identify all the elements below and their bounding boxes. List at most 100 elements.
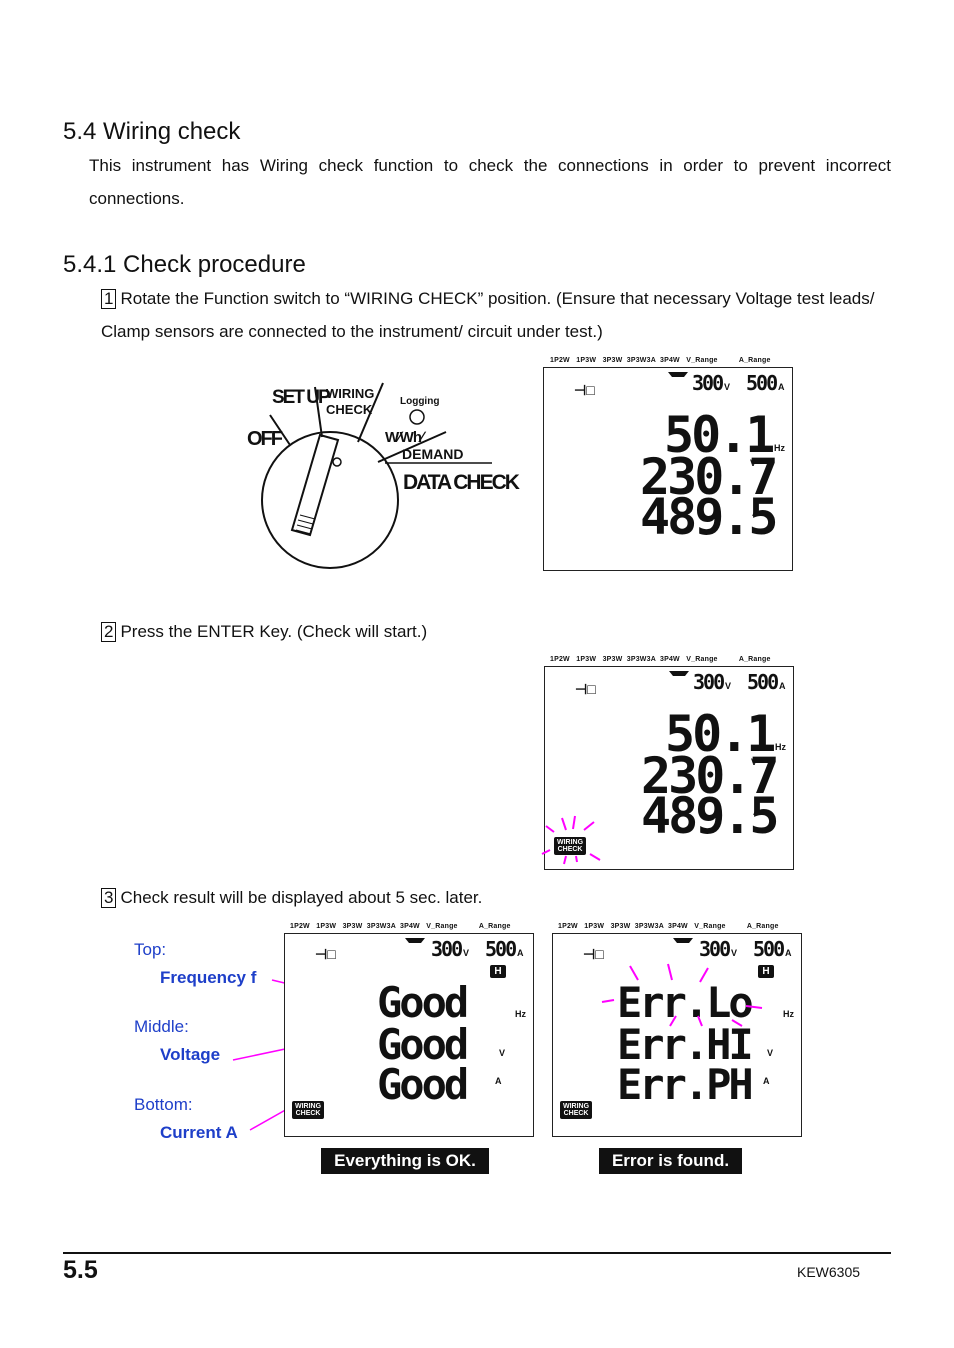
- blink-rays-icon: [541, 815, 601, 865]
- legend-top-label: Top:: [134, 940, 167, 959]
- result-ok-label: Everything is OK.: [321, 1148, 489, 1174]
- error-blink-rays-icon: [601, 963, 763, 1027]
- dial-label-wiring: WIRING: [326, 386, 375, 401]
- dial-label-data-check: DATA CHECK: [403, 471, 520, 494]
- a-range-unit: A: [778, 382, 785, 392]
- v-range-value: 300: [699, 937, 731, 961]
- lcd-screen-1: ⊣□ 300 V 500 A 50.1 Hz 230.7 V 489.5 A: [543, 367, 793, 571]
- frequency-value: 50.1: [665, 705, 776, 763]
- legend-bottom-label: Bottom:: [134, 1095, 193, 1114]
- voltage-result: Good: [377, 1020, 469, 1069]
- a-range-unit: A: [779, 681, 786, 691]
- dial-label-demand: DEMAND: [402, 446, 464, 462]
- lcd-1-header: 1P2W 1P3W 3P3W 3P3W3A 3P4W V_Range A_Ran…: [550, 357, 771, 364]
- wiring-check-badge: WIRING CHECK: [560, 1101, 593, 1119]
- plug-icon: ⊣□: [574, 382, 595, 398]
- voltage-value: 230.7: [640, 448, 779, 506]
- wiring-check-badge: WIRING CHECK: [292, 1101, 325, 1119]
- frequency-result: Err.Lo: [617, 978, 754, 1027]
- hz-unit: Hz: [774, 443, 785, 453]
- dial-label-check: CHECK: [326, 402, 373, 417]
- frequency-result: Good: [377, 978, 469, 1027]
- voltage-result: Err.HI: [617, 1020, 754, 1069]
- volt-unit: V: [767, 1048, 774, 1058]
- model-name: KEW6305: [797, 1264, 861, 1280]
- hold-badge: H: [490, 965, 506, 978]
- badge-line-1: WIRING: [557, 839, 584, 846]
- volt-unit: V: [751, 757, 758, 767]
- step-number: 3: [101, 888, 117, 908]
- indicator-bar-icon: [669, 671, 689, 676]
- v-range-unit: V: [731, 948, 738, 958]
- v-range-unit: V: [463, 948, 470, 958]
- v-range-value: 300: [693, 670, 725, 694]
- v-range-value: 300: [431, 937, 463, 961]
- legend-bottom-value: Current A: [160, 1123, 238, 1142]
- lcd-2-header: 1P2W 1P3W 3P3W 3P3W3A 3P4W V_Range A_Ran…: [550, 656, 771, 663]
- a-range-value: 500: [747, 670, 779, 694]
- step-number: 1: [101, 289, 117, 309]
- result-error-label: Error is found.: [599, 1148, 742, 1174]
- dial-label-wwh: W∕Wh∕: [385, 429, 423, 446]
- badge-line-1: WIRING: [295, 1103, 322, 1110]
- a-range-value: 500: [746, 371, 778, 395]
- volt-unit: V: [499, 1048, 506, 1058]
- dial-label-wiring-check: WIRING CHECK: [326, 386, 374, 418]
- step-text: Check result will be displayed about 5 s…: [120, 888, 483, 907]
- step-text: Rotate the Function switch to “WIRING CH…: [101, 289, 875, 341]
- lcd-screen-2: ⊣□ 300 V 500 A 50.1 Hz 230.7 V 489.5 A W…: [544, 666, 794, 870]
- footer-rule: [63, 1252, 891, 1254]
- indicator-bar-icon: [668, 372, 688, 377]
- section-title: 5.4 Wiring check: [63, 118, 241, 145]
- hz-unit: Hz: [775, 742, 786, 752]
- voltage-value: 230.7: [641, 747, 780, 805]
- lcd-screen-error: ⊣□ 300 V 500 A H Err.Lo Hz Err.HI V Err.…: [552, 933, 802, 1137]
- section-intro: This instrument has Wiring check functio…: [89, 156, 891, 208]
- hold-badge: H: [758, 965, 774, 978]
- lcd-4-header: 1P2W 1P3W 3P3W 3P3W3A 3P4W V_Range A_Ran…: [558, 923, 779, 930]
- dial-label-off: OFF: [247, 428, 283, 450]
- lcd-3-header: 1P2W 1P3W 3P3W 3P3W3A 3P4W V_Range A_Ran…: [290, 923, 511, 930]
- lcd-screen-ok: ⊣□ 300 V 500 A H Good Hz Good V Good A W…: [284, 933, 534, 1137]
- dial-label-logging: Logging: [400, 396, 440, 407]
- a-range-unit: A: [517, 948, 524, 958]
- dial-label-setup: SET UP: [272, 387, 331, 408]
- step-number: 2: [101, 622, 117, 642]
- subsection-title: 5.4.1 Check procedure: [63, 251, 306, 278]
- current-result: Err.PH: [617, 1060, 754, 1109]
- a-range-value: 500: [753, 937, 785, 961]
- amp-unit: A: [763, 1076, 770, 1086]
- badge-line-2: CHECK: [557, 846, 583, 853]
- legend-top-value: Frequency f: [160, 968, 257, 987]
- legend-middle-label: Middle:: [134, 1017, 189, 1036]
- v-range-unit: V: [724, 382, 731, 392]
- frequency-value: 50.1: [664, 406, 775, 464]
- indicator-bar-icon: [405, 938, 425, 943]
- plug-icon: ⊣□: [583, 946, 604, 962]
- current-value: 489.5: [641, 787, 780, 845]
- amp-unit: A: [753, 807, 760, 817]
- page-number: 5.5: [63, 1256, 98, 1284]
- amp-unit: A: [752, 508, 759, 518]
- indicator-bar-icon: [673, 938, 693, 943]
- badge-line-2: CHECK: [563, 1110, 589, 1117]
- a-range-unit: A: [785, 948, 792, 958]
- plug-icon: ⊣□: [315, 946, 336, 962]
- v-range-value: 300: [692, 371, 724, 395]
- current-value: 489.5: [640, 488, 779, 546]
- current-result: Good: [377, 1060, 469, 1109]
- hz-unit: Hz: [515, 1009, 526, 1019]
- plug-icon: ⊣□: [575, 681, 596, 697]
- a-range-value: 500: [485, 937, 517, 961]
- v-range-unit: V: [725, 681, 732, 691]
- volt-unit: V: [750, 458, 757, 468]
- hz-unit: Hz: [783, 1009, 794, 1019]
- legend-middle-value: Voltage: [160, 1045, 221, 1064]
- step-text: Press the ENTER Key. (Check will start.): [120, 622, 428, 641]
- amp-unit: A: [495, 1076, 502, 1086]
- function-dial-illustration: [261, 382, 492, 569]
- wiring-check-badge: WIRING CHECK: [554, 837, 587, 855]
